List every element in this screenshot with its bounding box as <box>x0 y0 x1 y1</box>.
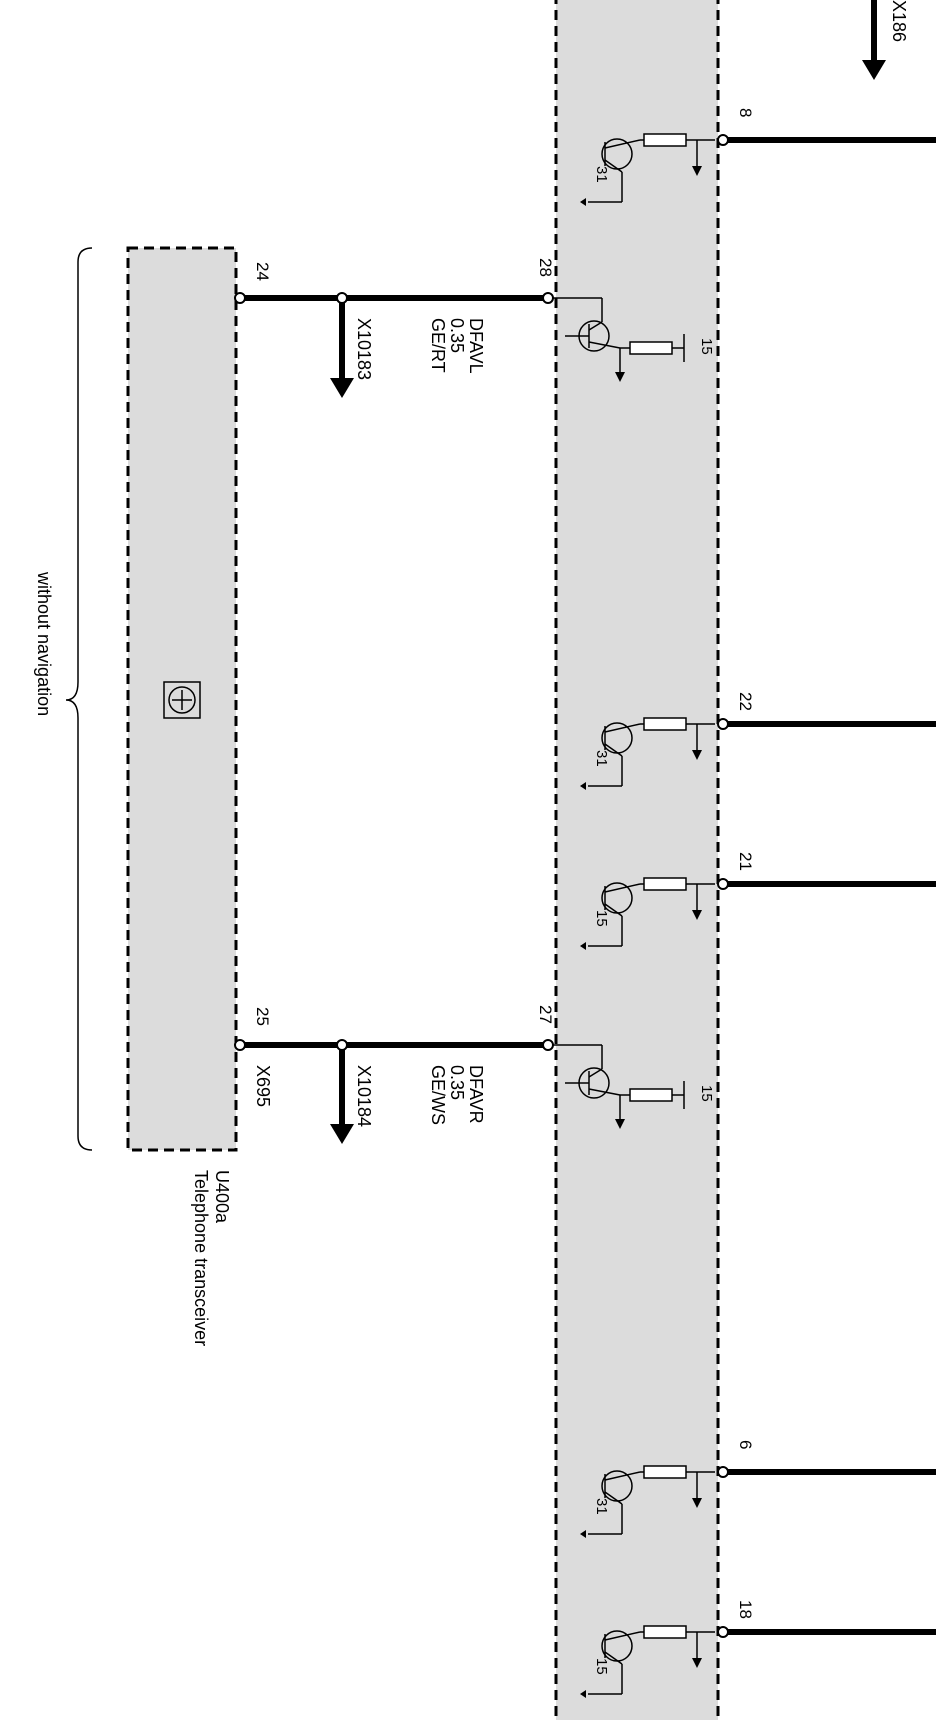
upper-wire-size: 0.35 <box>447 318 467 353</box>
transistor-collector <box>588 321 603 331</box>
output-ground-label: 31 <box>593 1498 610 1515</box>
output-pin-number: 18 <box>736 1600 755 1619</box>
output-stage-8: 8 31 <box>580 108 936 206</box>
pull-arrow <box>692 166 702 176</box>
main-pin-upper: 28 <box>536 258 555 277</box>
resistor-icon <box>643 1465 687 1479</box>
output-ground-label: 15 <box>593 910 610 927</box>
bracket-note: without navigation <box>34 571 54 716</box>
transistor-emitter <box>588 341 621 349</box>
top-connector-arrow <box>862 0 886 80</box>
pull-arrow <box>692 750 702 760</box>
transistor-collector <box>604 723 641 733</box>
module-name: Telephone transceiver <box>191 1170 211 1346</box>
transistor-collector <box>604 139 641 149</box>
main-unit-box <box>554 0 720 1720</box>
transistor-collector <box>604 883 641 893</box>
output-stage-6: 6 31 <box>580 1440 936 1538</box>
upper-wire-color: GE/RT <box>428 318 448 373</box>
output-ground-label: 31 <box>593 750 610 767</box>
transistor-emitter <box>604 743 623 757</box>
resistor-icon <box>643 1625 687 1639</box>
ground-arrow <box>580 1530 586 1538</box>
transistor-emitter <box>604 1491 623 1505</box>
pull-arrow <box>692 910 702 920</box>
supply-label: 15 <box>698 338 715 355</box>
output-ground-label: 15 <box>593 1658 610 1675</box>
supply-label: 15 <box>698 1085 715 1102</box>
output-stage-21: 21 15 <box>580 852 936 950</box>
pull-arrow <box>615 372 625 382</box>
input-stage-lower: 15 <box>552 1044 715 1129</box>
resistor-icon <box>643 877 687 891</box>
resistor-icon <box>643 133 687 147</box>
module-pin-lower: 25 <box>253 1007 272 1026</box>
transistor-emitter <box>604 903 623 917</box>
output-pin-number: 22 <box>736 692 755 711</box>
resistor-icon <box>629 341 673 355</box>
module-pin-upper: 24 <box>253 262 272 281</box>
output-pin-number: 6 <box>736 1440 755 1449</box>
output-pin-dot <box>717 718 729 730</box>
transistor-collector <box>588 1068 603 1078</box>
input-stage-upper: 15 <box>552 297 715 382</box>
lower-connector-label: X10184 <box>354 1065 374 1127</box>
lower-wire-color: GE/WS <box>428 1065 448 1125</box>
pull-arrow <box>615 1119 625 1129</box>
transistor-collector <box>604 1471 641 1481</box>
upper-wire-name: DFAVL <box>466 318 486 374</box>
transistor-collector <box>604 1631 641 1641</box>
upper-connector-label: X10183 <box>354 318 374 380</box>
transistor-emitter <box>604 1651 623 1665</box>
ground-arrow <box>580 198 586 206</box>
output-pin-dot <box>717 134 729 146</box>
ground-arrow <box>580 782 586 790</box>
ground-arrow <box>580 942 586 950</box>
ground-arrow <box>580 1690 586 1698</box>
module-symbol-icon <box>163 681 201 719</box>
pull-arrow <box>692 1498 702 1508</box>
resistor-icon <box>643 717 687 731</box>
bracket <box>65 247 93 1151</box>
lower-branch-arrow <box>330 1124 354 1144</box>
output-pin-number: 8 <box>736 108 755 117</box>
output-stage-22: 22 31 <box>580 692 936 790</box>
upper-branch-arrow <box>330 378 354 398</box>
pull-arrow <box>692 1658 702 1668</box>
transistor-emitter <box>588 1088 621 1096</box>
output-pin-dot <box>717 878 729 890</box>
lower-wire-size: 0.35 <box>447 1065 467 1100</box>
output-pin-number: 21 <box>736 852 755 871</box>
output-ground-label: 31 <box>593 166 610 183</box>
resistor-icon <box>629 1088 673 1102</box>
main-pin-lower: 27 <box>536 1005 555 1024</box>
top-connector-label: X186 <box>889 0 909 42</box>
module-connector-label: X695 <box>253 1065 273 1107</box>
transistor-emitter <box>604 159 623 173</box>
output-pin-dot <box>717 1626 729 1638</box>
module-id: U400a <box>212 1170 232 1224</box>
output-pin-dot <box>717 1466 729 1478</box>
lower-wire-name: DFAVR <box>466 1065 486 1124</box>
